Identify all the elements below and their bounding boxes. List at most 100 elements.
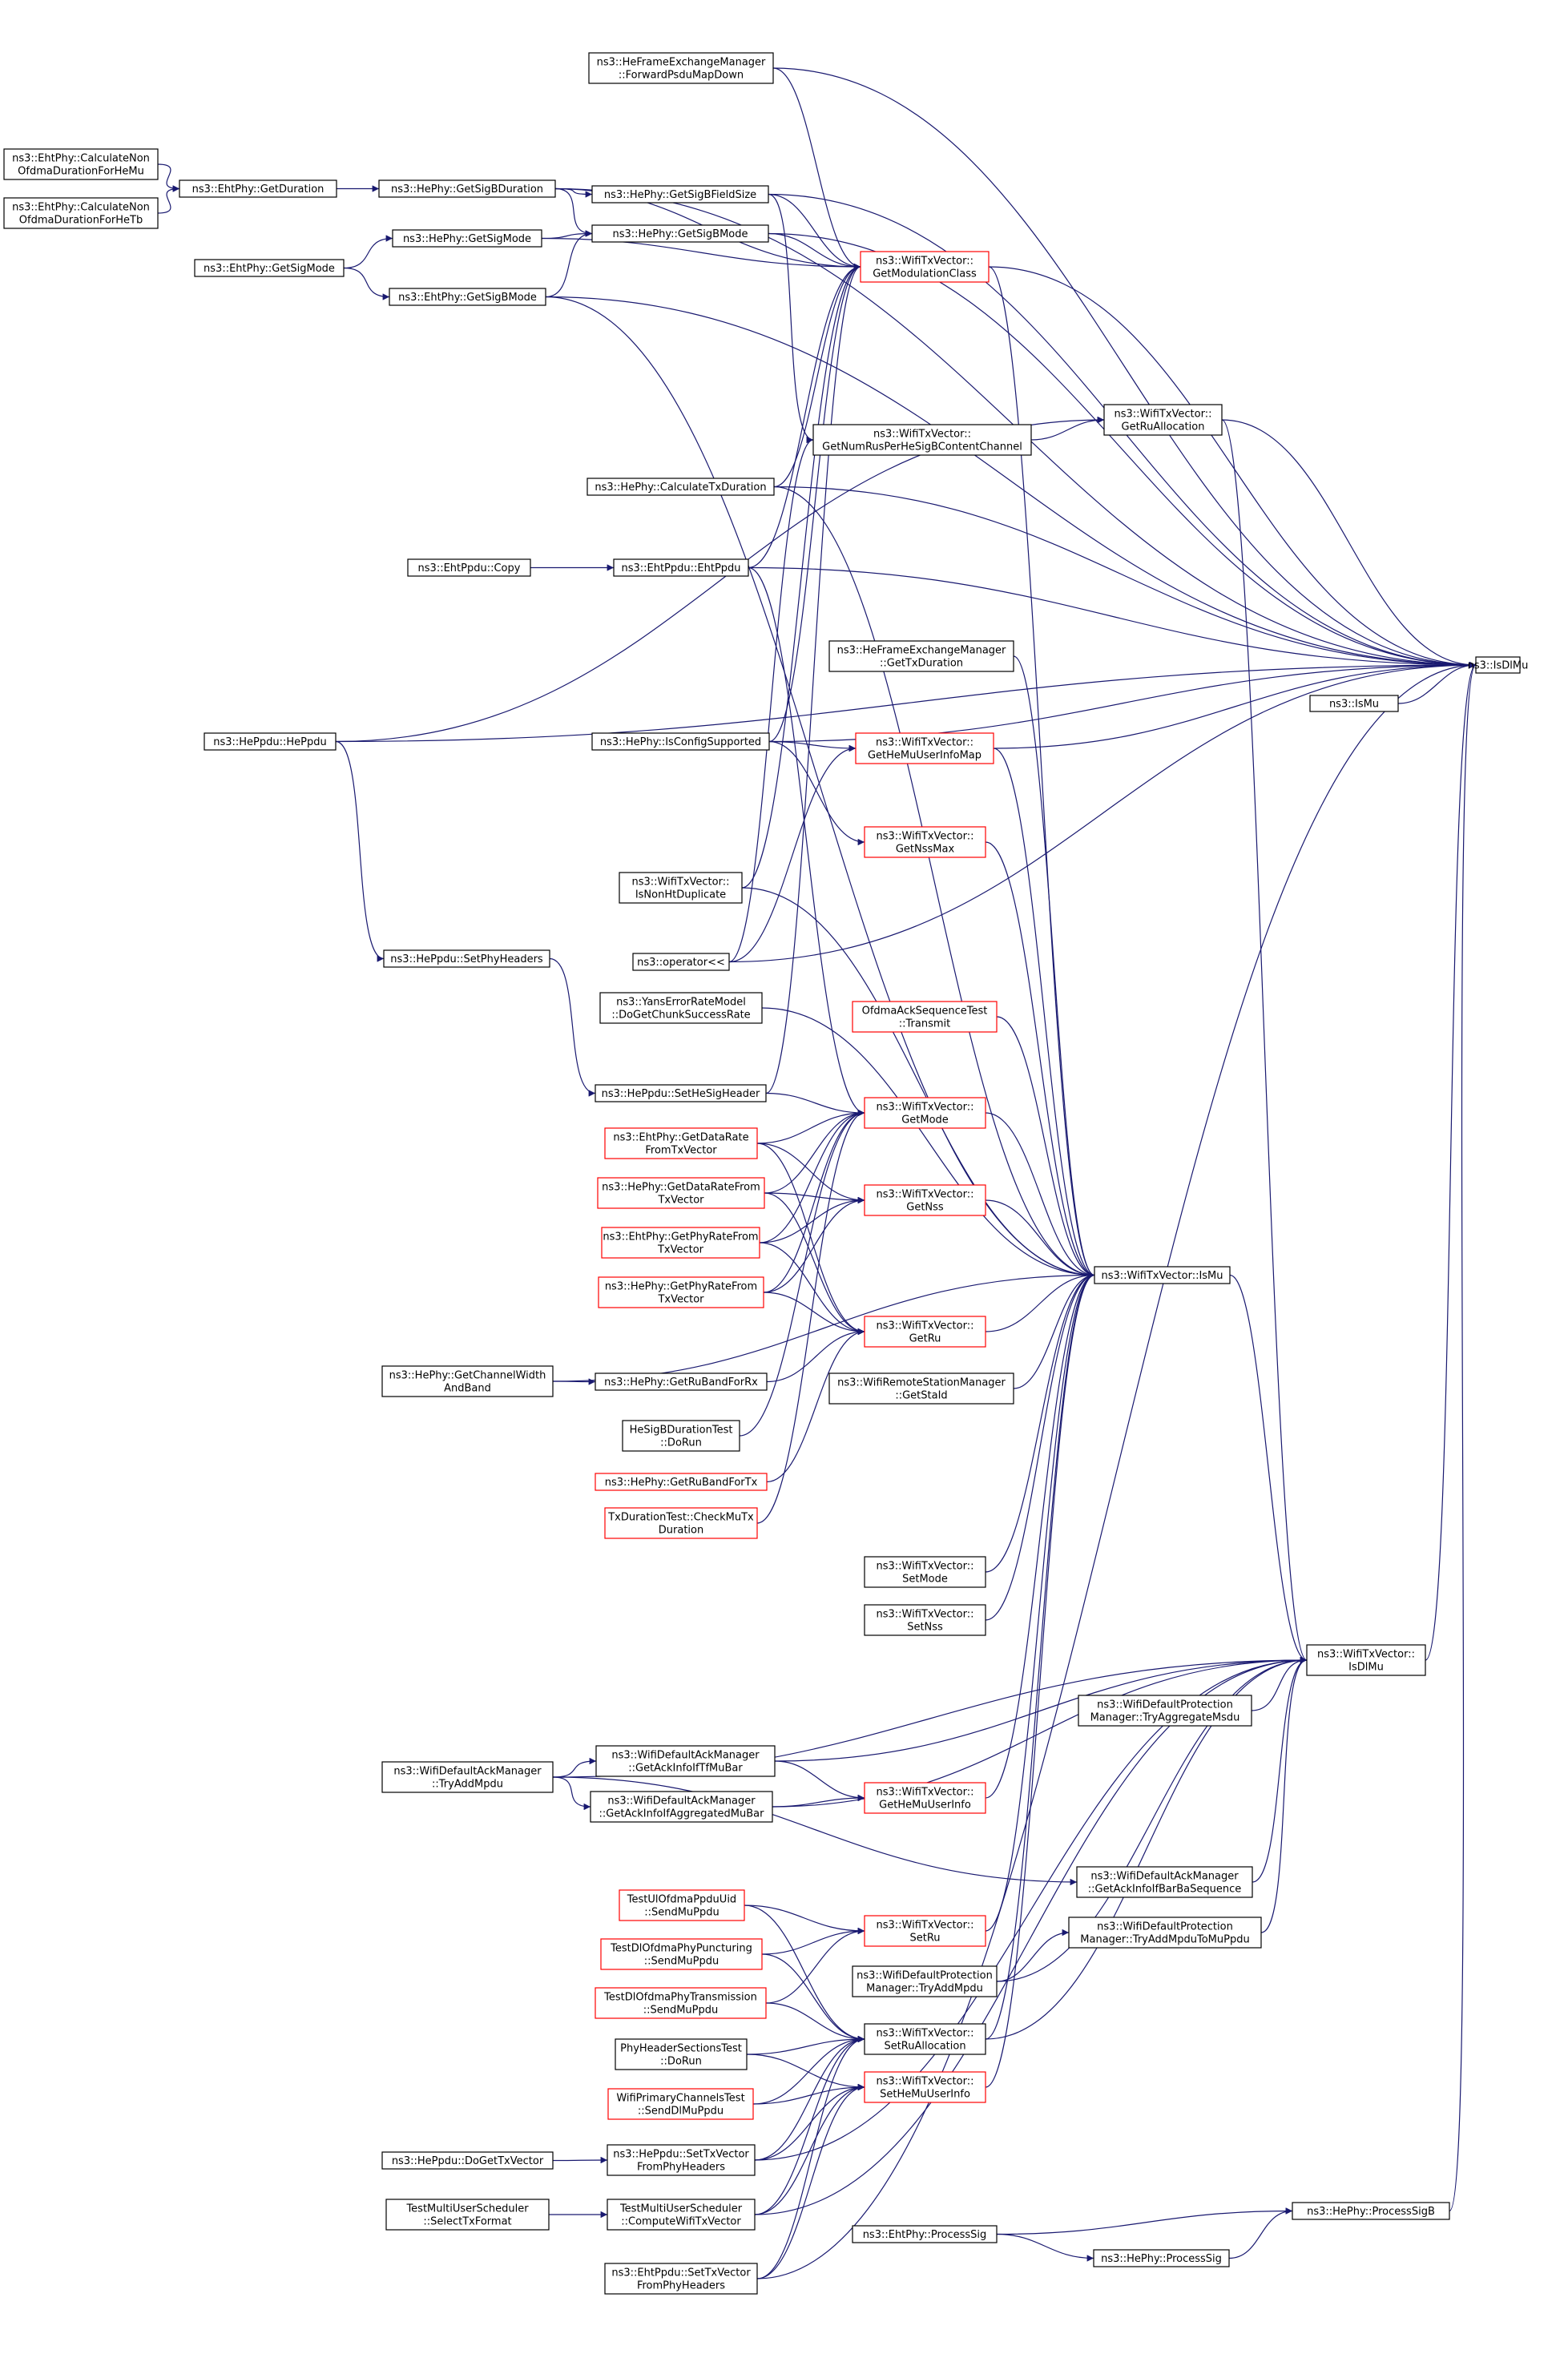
node-box[interactable]	[828, 640, 1014, 672]
node-prot-try-add-mpdu-to-mu[interactable]: ns3::WifiDefaultProtectionManager::TryAd…	[1068, 1917, 1262, 1949]
node-get-he-mu-user-info[interactable]: ns3::WifiTxVector::GetHeMuUserInfo	[864, 1782, 986, 1814]
node-box[interactable]	[194, 259, 345, 277]
node-box[interactable]	[828, 1372, 1014, 1405]
node-set-ru-alloc[interactable]: ns3::WifiTxVector::SetRuAllocation	[864, 2023, 986, 2055]
node-eht-proc-sig[interactable]: ns3::EhtPhy::ProcessSig	[852, 2225, 998, 2243]
node-set-mode[interactable]: ns3::WifiTxVector::SetMode	[864, 1556, 986, 1588]
node-prot-try-agg-msdu[interactable]: ns3::WifiDefaultProtectionManager::TryAg…	[1078, 1695, 1252, 1727]
node-box[interactable]	[860, 251, 990, 283]
node-eht-copy[interactable]: ns3::EhtPpdu::Copy	[407, 558, 531, 577]
node-box[interactable]	[204, 732, 337, 751]
node-box[interactable]	[607, 2088, 754, 2120]
node-get-ru[interactable]: ns3::WifiTxVector::GetRu	[864, 1316, 986, 1348]
node-eht-get-duration[interactable]: ns3::EhtPhy::GetDuration	[179, 179, 337, 198]
node-box[interactable]	[864, 1097, 986, 1129]
node-yans-err[interactable]: ns3::YansErrorRateModel::DoGetChunkSucce…	[599, 992, 763, 1024]
node-box[interactable]	[1094, 1266, 1231, 1284]
node-set-nss[interactable]: ns3::WifiTxVector::SetNss	[864, 1604, 986, 1636]
node-box[interactable]	[1078, 1695, 1252, 1727]
node-eht-ppdu-ctor[interactable]: ns3::EhtPpdu::EhtPpdu	[613, 558, 749, 577]
node-he-calc-tx-dur[interactable]: ns3::HePhy::CalculateTxDuration	[586, 478, 775, 496]
node-box[interactable]	[607, 2144, 756, 2176]
node-box[interactable]	[595, 1372, 768, 1391]
node-box[interactable]	[619, 1889, 745, 1921]
node-get-num-rus[interactable]: ns3::WifiTxVector::GetNumRusPerHeSigBCon…	[812, 424, 1032, 456]
node-box[interactable]	[613, 558, 749, 577]
node-ack-get-info-agg[interactable]: ns3::WifiDefaultAckManager::GetAckInfoIf…	[590, 1791, 773, 1823]
node-box[interactable]	[604, 1127, 758, 1159]
node-box[interactable]	[604, 1507, 758, 1539]
node-is-mu[interactable]: ns3::IsMu	[1309, 695, 1399, 712]
node-he-get-sig-mode[interactable]: ns3::HePhy::GetSigMode	[392, 229, 542, 248]
node-he-get-sig-bmode[interactable]: ns3::HePhy::GetSigBMode	[591, 224, 769, 243]
node-phy-hdr-test[interactable]: PhyHeaderSectionsTest::DoRun	[615, 2038, 748, 2070]
node-box[interactable]	[607, 2199, 756, 2231]
node-box[interactable]	[392, 229, 542, 248]
node-box[interactable]	[601, 1227, 760, 1259]
node-test-dl-punct[interactable]: TestDlOfdmaPhyPuncturing::SendMuPpdu	[600, 1938, 763, 1970]
node-box[interactable]	[632, 953, 730, 971]
node-get-nss[interactable]: ns3::WifiTxVector::GetNss	[864, 1184, 986, 1216]
node-box[interactable]	[381, 2151, 554, 2170]
node-box[interactable]	[812, 424, 1032, 456]
node-he-ppdu-ctor[interactable]: ns3::HePpdu::HePpdu	[204, 732, 337, 751]
node-box[interactable]	[407, 558, 531, 577]
node-he-get-sig-bduration[interactable]: ns3::HePhy::GetSigBDuration	[378, 179, 556, 198]
node-box[interactable]	[600, 1938, 763, 1970]
node-box[interactable]	[586, 478, 775, 496]
node-box[interactable]	[864, 1556, 986, 1588]
node-get-mode[interactable]: ns3::WifiTxVector::GetMode	[864, 1097, 986, 1129]
node-box[interactable]	[595, 1473, 768, 1491]
node-box[interactable]	[622, 1420, 740, 1452]
node-box[interactable]	[855, 732, 994, 764]
node-prot-try-add-mpdu[interactable]: ns3::WifiDefaultProtectionManager::TryAd…	[852, 1965, 998, 1997]
node-he-get-ru-band-tx[interactable]: ns3::HePhy::GetRuBandForTx	[595, 1473, 768, 1491]
node-op-stream[interactable]: ns3::operator<<	[632, 953, 730, 971]
node-box[interactable]	[383, 949, 550, 968]
node-eht-get-sig-mode[interactable]: ns3::EhtPhy::GetSigMode	[194, 259, 345, 277]
node-box[interactable]	[1103, 404, 1223, 436]
node-ack-try-add-mpdu[interactable]: ns3::WifiDefaultAckManager::TryAddMpdu	[381, 1761, 554, 1793]
node-box[interactable]	[598, 1276, 764, 1308]
node-box[interactable]	[1093, 2249, 1230, 2267]
node-he-is-config[interactable]: ns3::HePhy::IsConfigSupported	[591, 732, 770, 751]
node-box[interactable]	[864, 1782, 986, 1814]
node-box[interactable]	[597, 1177, 765, 1209]
node-box[interactable]	[615, 2038, 748, 2070]
node-he-sig-bdur-test[interactable]: HeSigBDurationTest::DoRun	[622, 1420, 740, 1452]
node-get-ru-alloc[interactable]: ns3::WifiTxVector::GetRuAllocation	[1103, 404, 1223, 436]
node-he-get-sig-bfield-size[interactable]: ns3::HePhy::GetSigBFieldSize	[591, 185, 769, 204]
node-box[interactable]	[595, 1745, 776, 1777]
node-set-ru[interactable]: ns3::WifiTxVector::SetRu	[864, 1915, 986, 1947]
node-get-sta-id[interactable]: ns3::WifiRemoteStationManager::GetStaId	[828, 1372, 1014, 1405]
node-box[interactable]	[864, 2023, 986, 2055]
node-box[interactable]	[1076, 1866, 1253, 1898]
node-is-dl-mu[interactable]: ns3::IsDlMu	[1468, 656, 1529, 674]
node-he-set-phy-hdr[interactable]: ns3::HePpdu::SetPhyHeaders	[383, 949, 550, 968]
node-get-mod-class[interactable]: ns3::WifiTxVector::GetModulationClass	[860, 251, 990, 283]
node-ofdma-ack-tx[interactable]: OfdmaAckSequenceTest::Transmit	[852, 1001, 998, 1033]
node-is-non-ht-dup[interactable]: ns3::WifiTxVector::IsNonHtDuplicate	[619, 872, 743, 904]
node-ack-get-info-tf[interactable]: ns3::WifiDefaultAckManager::GetAckInfoIf…	[595, 1745, 776, 1777]
node-box[interactable]	[1309, 695, 1399, 712]
node-box[interactable]	[595, 1084, 767, 1102]
node-box[interactable]	[864, 826, 986, 858]
node-box[interactable]	[378, 179, 556, 198]
node-box[interactable]	[852, 1001, 998, 1033]
node-is-mu-txv[interactable]: ns3::WifiTxVector::IsMu	[1094, 1266, 1231, 1284]
node-box[interactable]	[1306, 1644, 1426, 1676]
node-he-set-sig-hdr[interactable]: ns3::HePpdu::SetHeSigHeader	[595, 1084, 767, 1102]
node-he-do-get-txv[interactable]: ns3::HePpdu::DoGetTxVector	[381, 2151, 554, 2170]
node-box[interactable]	[3, 197, 159, 229]
node-box[interactable]	[381, 1761, 554, 1793]
node-he-fem-get-tx-dur[interactable]: ns3::HeFrameExchangeManager::GetTxDurati…	[828, 640, 1014, 672]
node-calc-non-he-tb[interactable]: ns3::EhtPhy::CalculateNonOfdmaDurationFo…	[3, 197, 159, 229]
node-box[interactable]	[619, 872, 743, 904]
node-test-ul-ofdma[interactable]: TestUlOfdmaPpduUid::SendMuPpdu	[619, 1889, 745, 1921]
node-box[interactable]	[3, 148, 159, 180]
